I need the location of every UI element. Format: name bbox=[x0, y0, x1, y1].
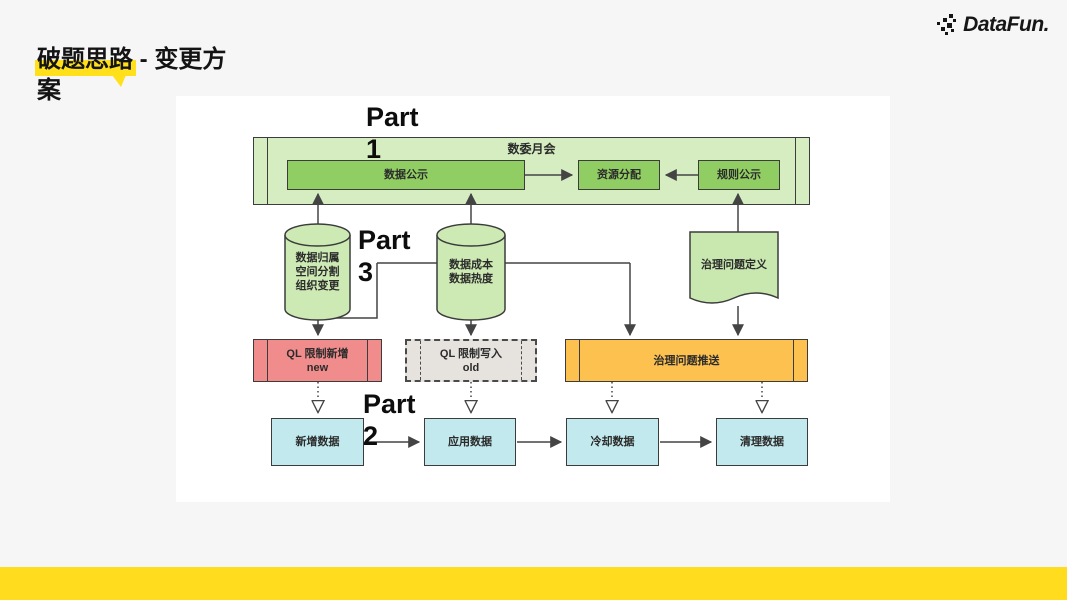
node-cooling-data: 冷却数据 bbox=[566, 418, 659, 466]
cylinder-cost-shape bbox=[436, 223, 506, 321]
node-governance-push: 治理问题推送 bbox=[565, 339, 808, 382]
node-applied-data: 应用数据 bbox=[424, 418, 516, 466]
node-ql-limit-old: QL 限制写入 old bbox=[405, 339, 537, 382]
meeting-title: 数委月会 bbox=[507, 142, 556, 156]
page-title-line2: 案 bbox=[37, 77, 61, 104]
ql-new-left-bar bbox=[267, 340, 268, 381]
ql-old-line1: QL 限制写入 bbox=[439, 347, 503, 360]
part-1-word: Part bbox=[366, 102, 419, 132]
part-1-label: Part 1 bbox=[366, 101, 419, 165]
cooling-data-label: 冷却数据 bbox=[590, 436, 635, 448]
part-3-num: 3 bbox=[358, 257, 374, 287]
ql-old-left-bar bbox=[420, 341, 421, 380]
cleanup-data-label: 清理数据 bbox=[740, 436, 784, 448]
push-right-bar bbox=[793, 340, 794, 381]
title-highlight bbox=[35, 60, 136, 76]
part-3-word: Part bbox=[358, 225, 411, 255]
ql-old-line2: old bbox=[462, 361, 480, 374]
node-rule-show: 规则公示 bbox=[698, 160, 780, 190]
applied-data-label: 应用数据 bbox=[448, 436, 492, 448]
node-cleanup-data: 清理数据 bbox=[716, 418, 808, 466]
title-highlight-tail bbox=[112, 75, 126, 87]
document-label: 治理问题定义 bbox=[701, 259, 767, 271]
cylinder-cost-label: 数据成本 数据热度 bbox=[437, 258, 505, 286]
datafun-logo-text: DataFun. bbox=[963, 13, 1049, 36]
new-data-label: 新增数据 bbox=[295, 436, 340, 448]
cost-line1: 数据成本 bbox=[449, 259, 493, 271]
page-title: 破题思路 - 变更方 案 bbox=[37, 44, 337, 106]
ql-new-right-bar bbox=[367, 340, 368, 381]
part-2-word: Part bbox=[363, 389, 416, 419]
ql-new-line2: new bbox=[306, 361, 329, 374]
ql-new-line1: QL 限制新增 bbox=[286, 347, 349, 360]
part-2-num: 2 bbox=[363, 421, 379, 451]
ownership-line2: 空间分割 bbox=[295, 266, 340, 278]
node-ql-limit-new: QL 限制新增 new bbox=[253, 339, 382, 382]
cylinder-ownership-label: 数据归属 空间分割 组织变更 bbox=[285, 251, 350, 293]
document-shape bbox=[689, 231, 779, 304]
ownership-line3: 组织变更 bbox=[295, 280, 340, 292]
node-new-data: 新增数据 bbox=[271, 418, 364, 466]
push-label: 治理问题推送 bbox=[653, 354, 720, 367]
part-2-label: Part 2 bbox=[363, 388, 416, 452]
part-3-label: Part 3 bbox=[358, 224, 411, 288]
node-data-show: 数据公示 bbox=[287, 160, 525, 190]
node-resource-allocation-label: 资源分配 bbox=[597, 169, 641, 181]
footer-accent-bar bbox=[0, 567, 1067, 600]
ownership-line1: 数据归属 bbox=[295, 252, 340, 264]
push-left-bar bbox=[579, 340, 580, 381]
node-resource-allocation: 资源分配 bbox=[578, 160, 660, 190]
ql-old-right-bar bbox=[521, 341, 522, 380]
cost-line2: 数据热度 bbox=[449, 273, 493, 285]
datafun-logo: DataFun. bbox=[936, 13, 1049, 37]
part-1-num: 1 bbox=[366, 134, 382, 164]
container-right-bar bbox=[795, 138, 796, 204]
container-left-bar bbox=[267, 138, 268, 204]
page-title-line1: 破题思路 - 变更方 bbox=[37, 46, 227, 73]
datafun-logo-icon bbox=[937, 13, 957, 35]
cylinder-ownership-shape bbox=[284, 223, 351, 321]
node-data-show-label: 数据公示 bbox=[384, 169, 428, 181]
node-rule-show-label: 规则公示 bbox=[717, 169, 761, 181]
diagram-panel: 数委月会 数据公示 资源分配 规则公示 QL 限制新增 new QL 限制写入 … bbox=[176, 96, 890, 502]
